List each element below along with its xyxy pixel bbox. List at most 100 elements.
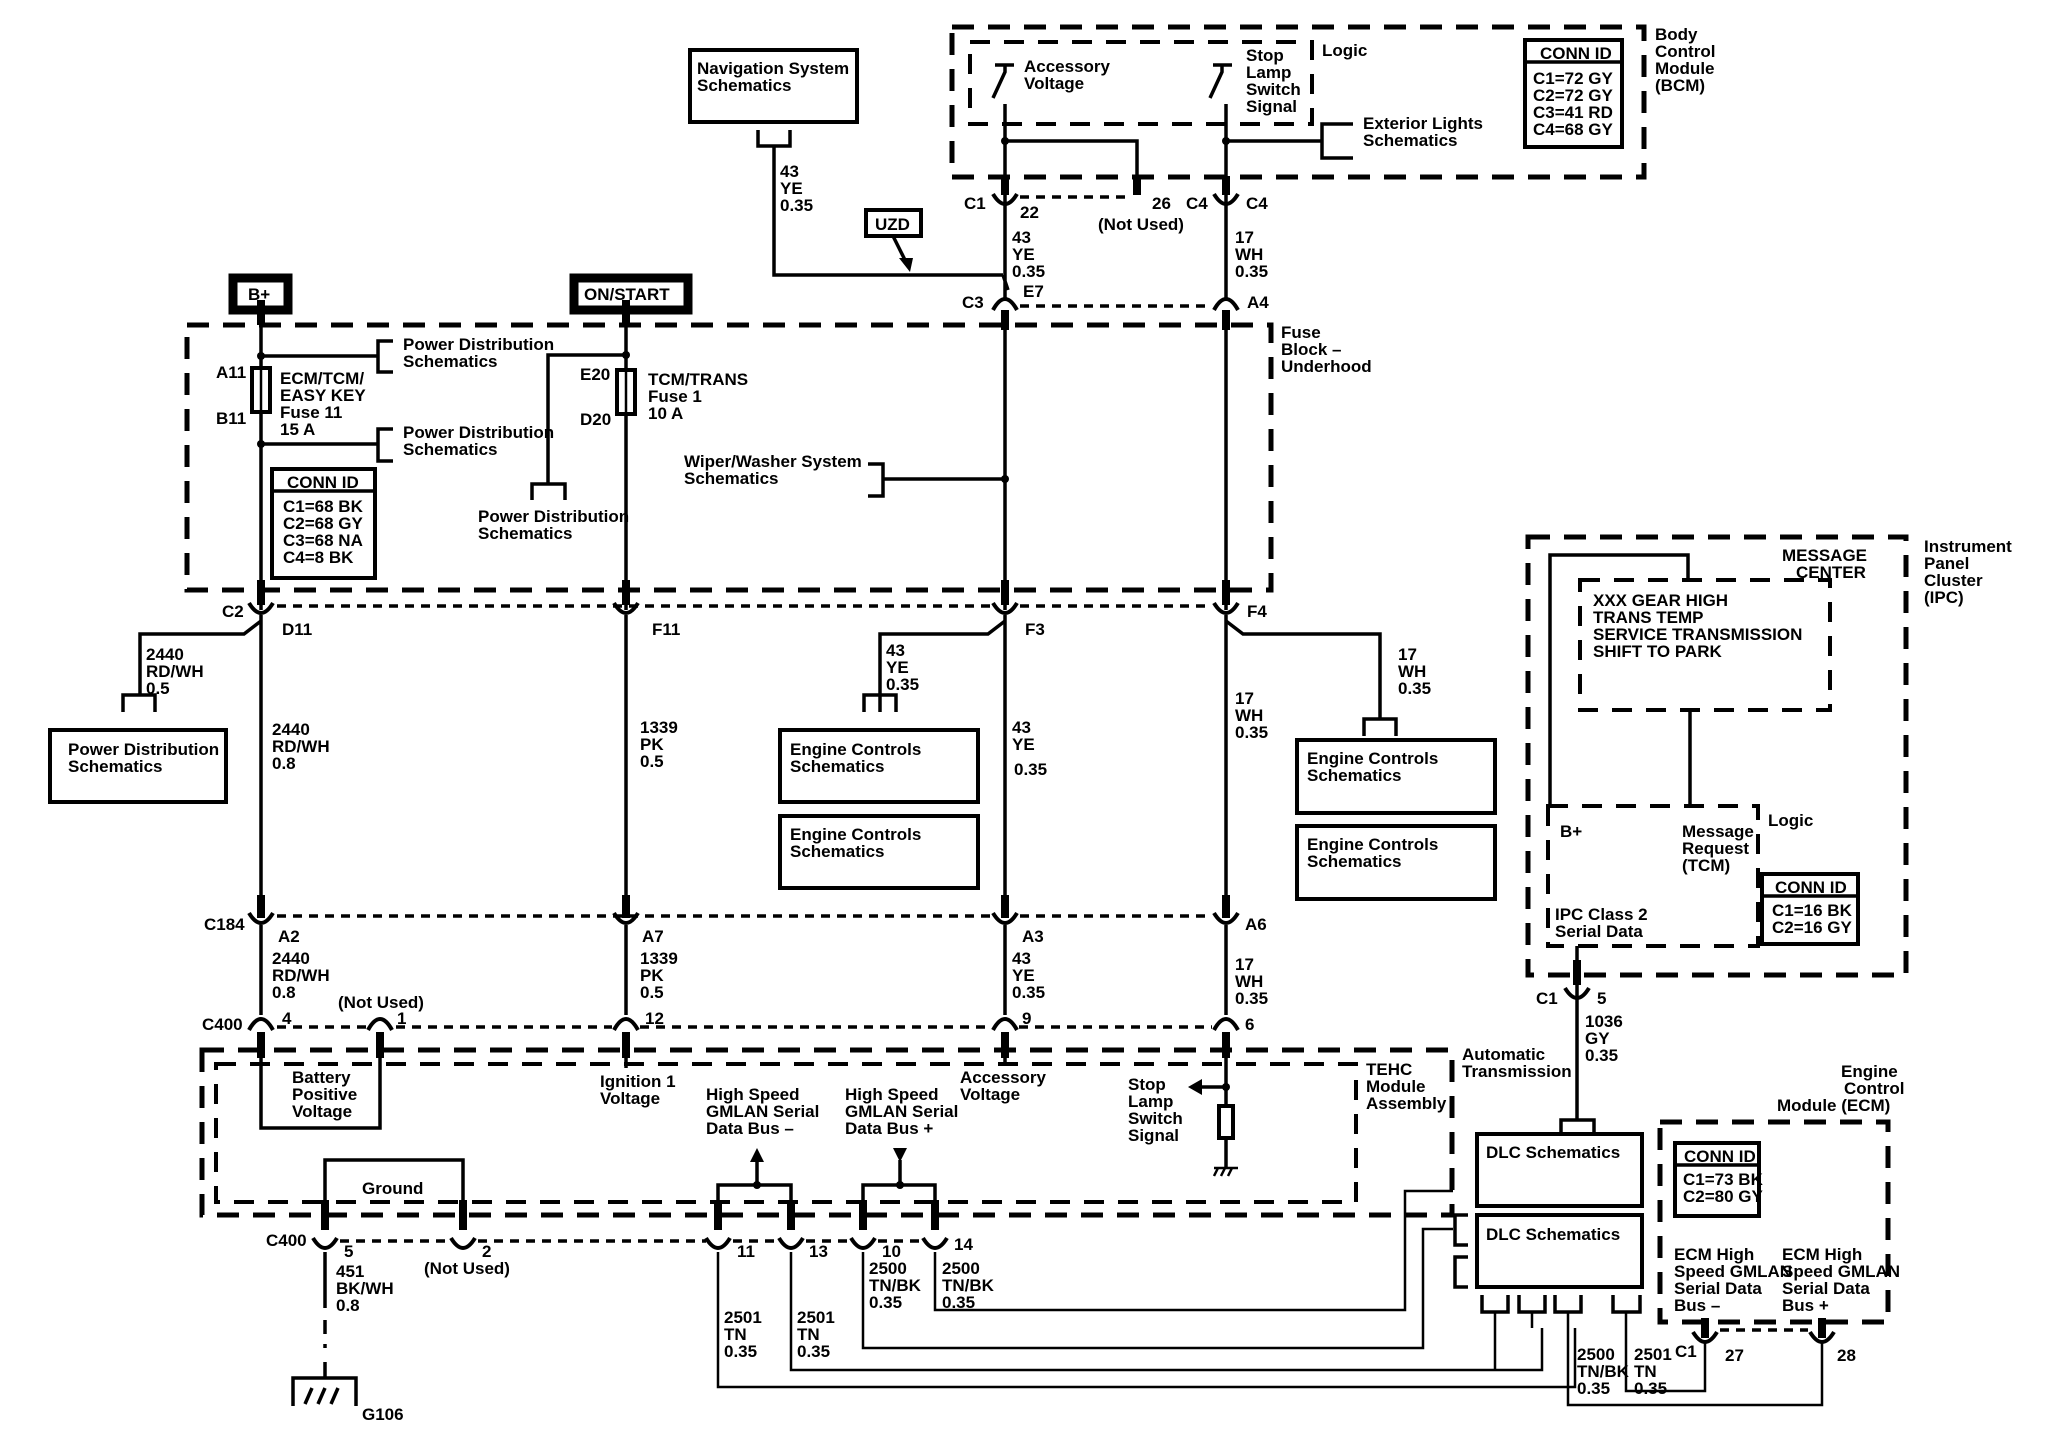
conn-c3-label: C3 (962, 293, 984, 312)
ecm-c1-label: C1 (1675, 1342, 1697, 1361)
svg-text:(IPC): (IPC) (1924, 588, 1964, 607)
wire-2440-lower-color: RD/WH (272, 966, 330, 985)
ecm-wire-2501-color: TN (1634, 1362, 1657, 1381)
tehc-stop-label-3: Switch (1128, 1109, 1183, 1128)
svg-text:YE: YE (780, 179, 803, 198)
bcm-conn-id-table: CONN ID C1=72 GY C2=72 GY C3=41 RD C4=68… (1523, 38, 1624, 149)
gmlan-plus-label: High Speed (845, 1085, 939, 1104)
svg-text:RD/WH: RD/WH (146, 662, 204, 681)
exterior-lights-label: Exterior Lights (1363, 114, 1483, 133)
uzd-arrow-icon (891, 235, 908, 263)
bcm-accessory-label-2: Voltage (1024, 74, 1084, 93)
pin-f3-label: F3 (1025, 620, 1045, 639)
wire-451-color: BK/WH (336, 1279, 394, 1298)
wire-2500a-size: 0.35 (869, 1293, 902, 1312)
svg-text:TRANS TEMP: TRANS TEMP (1593, 608, 1704, 627)
wire-43-lower-size: 0.35 (1012, 983, 1045, 1002)
ground-g106-label: G106 (362, 1405, 404, 1424)
svg-text:ECM High: ECM High (1674, 1245, 1754, 1264)
svg-text:Serial Data: Serial Data (1674, 1279, 1762, 1298)
pin-12-label: 12 (645, 1009, 664, 1028)
conn-c1-label: C1 (964, 194, 986, 213)
stop-switch-icon (1208, 63, 1232, 99)
pin-13-label: 13 (809, 1242, 828, 1261)
pin-e7-label: E7 (1023, 282, 1044, 301)
svg-text:C3=68 NA: C3=68 NA (283, 531, 363, 550)
svg-text:Request: Request (1682, 839, 1749, 858)
svg-text:EASY KEY: EASY KEY (280, 386, 366, 405)
svg-text:0.35: 0.35 (1014, 760, 1047, 779)
svg-text:C2=16 GY: C2=16 GY (1772, 918, 1853, 937)
ground-g106-icon (291, 1376, 358, 1406)
ecm-pin-28-label: 28 (1837, 1346, 1856, 1365)
svg-text:Cluster: Cluster (1924, 571, 1983, 590)
svg-text:Bus –: Bus – (1674, 1296, 1720, 1315)
engine-controls-box-3 (1295, 738, 1497, 815)
svg-text:Serial Data: Serial Data (1555, 922, 1643, 941)
ecm-wire-2500-size: 0.35 (1577, 1379, 1610, 1398)
bcm-logic-label: Logic (1322, 41, 1367, 60)
svg-text:2440: 2440 (146, 645, 184, 664)
svg-text:Block –: Block – (1281, 340, 1341, 359)
pin-1-label: 1 (397, 1009, 406, 1028)
pin-a3-label: A3 (1022, 927, 1044, 946)
gmlan-plus-label-2: GMLAN Serial (845, 1102, 958, 1121)
svg-text:2440: 2440 (272, 720, 310, 739)
engine-controls-box-4 (1295, 824, 1497, 901)
svg-text:C1=73 BK: C1=73 BK (1683, 1170, 1764, 1189)
svg-text:WH: WH (1398, 662, 1426, 681)
svg-text:B+: B+ (1560, 822, 1582, 841)
tehc-accessory-label: Accessory (960, 1068, 1047, 1087)
svg-text:0.35: 0.35 (1398, 679, 1431, 698)
wire-17-label: 17 (1235, 228, 1254, 247)
conn-c2-label: C2 (222, 602, 244, 621)
svg-text:RD/WH: RD/WH (272, 737, 330, 756)
svg-text:Control: Control (1655, 42, 1715, 61)
wire-17-lower-size: 0.35 (1235, 989, 1268, 1008)
svg-text:C4=8 BK: C4=8 BK (283, 548, 354, 567)
svg-text:Schematics: Schematics (684, 469, 779, 488)
svg-text:Navigation System: Navigation System (697, 59, 849, 78)
svg-text:C1=68 BK: C1=68 BK (283, 497, 364, 516)
tehc-accessory-label-2: Voltage (960, 1085, 1020, 1104)
svg-text:0.5: 0.5 (640, 752, 664, 771)
svg-text:Speed GMLAN: Speed GMLAN (1674, 1262, 1792, 1281)
svg-text:Message: Message (1682, 822, 1754, 841)
svg-text:ON/START: ON/START (584, 285, 670, 304)
uzd-option-box (864, 208, 923, 238)
svg-text:0.35: 0.35 (780, 196, 813, 215)
conn-c400-label: C400 (202, 1015, 243, 1034)
ecm-pin-27-label: 27 (1725, 1346, 1744, 1365)
svg-text:TEHC: TEHC (1366, 1060, 1412, 1079)
ipc-conn-id-table: CONN ID C1=16 BK C2=16 GY (1760, 872, 1860, 946)
wire-1339-lower-color: PK (640, 966, 664, 985)
svg-text:XXX GEAR HIGH: XXX GEAR HIGH (1593, 591, 1728, 610)
svg-text:PK: PK (640, 735, 664, 754)
wire-17-lower: 17 (1235, 955, 1254, 974)
svg-text:Wiper/Washer System: Wiper/Washer System (684, 452, 862, 471)
bcm-stop-label-3: Switch (1246, 80, 1301, 99)
svg-text:C2=80 GY: C2=80 GY (1683, 1187, 1764, 1206)
svg-text:Power Distribution: Power Distribution (68, 740, 219, 759)
svg-text:43: 43 (1012, 718, 1031, 737)
svg-text:0.35: 0.35 (886, 675, 919, 694)
gmlan-minus-label-3: Data Bus – (706, 1119, 794, 1138)
wire-43-lower: 43 (1012, 949, 1031, 968)
svg-text:CONN ID: CONN ID (287, 473, 359, 492)
wire-1036-size: 0.35 (1585, 1046, 1618, 1065)
pin-f4-label: F4 (1247, 602, 1267, 621)
svg-text:1339: 1339 (640, 718, 678, 737)
svg-text:Automatic: Automatic (1462, 1045, 1545, 1064)
gmlan-minus-label: High Speed (706, 1085, 800, 1104)
pin-a7-label: A7 (642, 927, 664, 946)
pin-6-label: 6 (1245, 1015, 1254, 1034)
pin-11-label: 11 (737, 1242, 755, 1261)
wire-43-size: 0.35 (1012, 262, 1045, 281)
svg-text:B11: B11 (216, 409, 246, 428)
svg-text:17: 17 (1398, 645, 1417, 664)
svg-text:Schematics: Schematics (403, 352, 498, 371)
svg-text:Logic: Logic (1768, 811, 1813, 830)
svg-text:SERVICE TRANSMISSION: SERVICE TRANSMISSION (1593, 625, 1802, 644)
ecm-wire-2501-label: 2501 (1634, 1345, 1672, 1364)
svg-text:Engine Controls: Engine Controls (1307, 835, 1438, 854)
